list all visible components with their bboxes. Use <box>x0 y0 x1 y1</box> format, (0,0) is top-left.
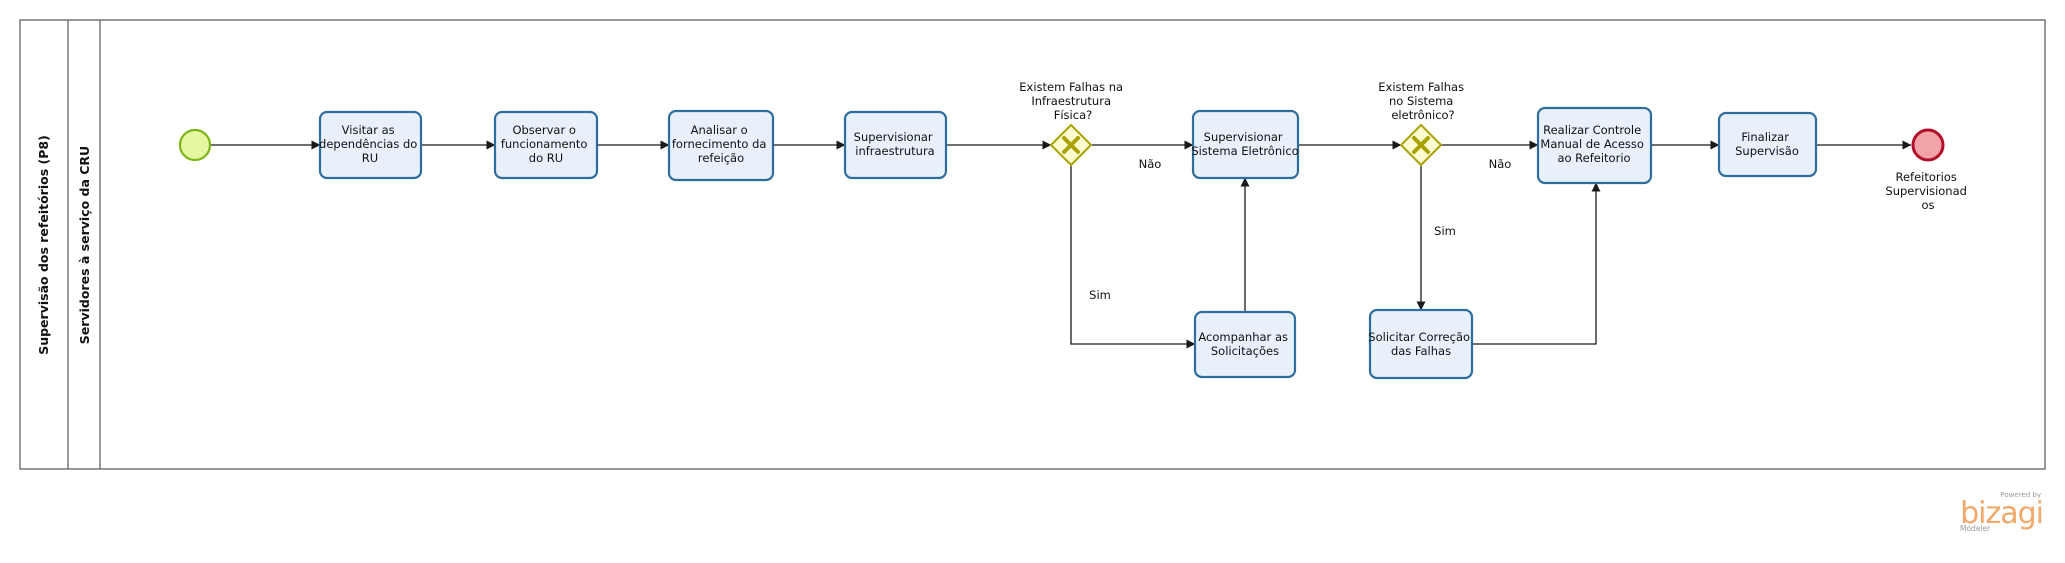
task-analisar-fornecimento[interactable]: Analisar o fornecimento da refeição <box>667 109 775 182</box>
exclusive-x-icon <box>1412 136 1430 154</box>
svg-text:Analisar o fornecimento: Analisar o fornecimento da refeição <box>672 123 770 165</box>
task-supervisionar-infraestrutura[interactable]: Supervisionar infraestrutura <box>843 110 948 180</box>
end-event[interactable]: Refeitorios Supervisionad os <box>1885 128 1970 212</box>
flow-label-g2-yes: Sim <box>1434 224 1456 238</box>
bizagi-watermark: Powered by bizagi Modeler <box>1960 491 2044 533</box>
svg-text:Acompanhar as Solicitaçõ: Acompanhar as Solicitações <box>1198 330 1291 358</box>
task-supervisionar-sistema-eletronico[interactable]: Supervisionar Sistema Eletrônico <box>1191 109 1300 180</box>
pool-label: Supervisão dos refeitórios (P8) <box>36 135 51 355</box>
svg-text:Realizar Controle Manual: Realizar Controle Manual de Acesso ao Re… <box>1540 123 1647 165</box>
powered-by-text: Powered by <box>2000 491 2041 499</box>
start-event[interactable] <box>178 128 212 162</box>
svg-text:Visitar as dependências: Visitar as dependências do RU <box>319 123 421 165</box>
flow-t8-t7 <box>1472 182 1601 345</box>
end-event-label: Refeitorios Supervisionad os <box>1885 170 1970 212</box>
flow-label-g2-no: Não <box>1489 157 1512 171</box>
svg-text:Supervisionar infraestru: Supervisionar infraestrutura <box>854 130 937 158</box>
pool: Supervisão dos refeitórios (P8) Servidor… <box>19 19 2046 470</box>
bizagi-logo: bizagi <box>1960 496 2043 531</box>
gateway-falhas-sistema[interactable]: Existem Falhas no Sistema eletrônico? <box>1378 80 1468 167</box>
gateway-falhas-infraestrutura[interactable]: Existem Falhas na Infraestrutura Física? <box>1019 80 1126 167</box>
modeler-text: Modeler <box>1960 524 1991 533</box>
task-realizar-controle-manual[interactable]: Realizar Controle Manual de Acesso ao Re… <box>1536 106 1653 185</box>
task-visitar-dependencias[interactable]: Visitar as dependências do RU <box>318 110 423 180</box>
task-acompanhar-solicitacoes[interactable]: Acompanhar as Solicitações <box>1193 310 1297 379</box>
task-observar-funcionamento[interactable]: Observar o funcionamento do RU <box>493 110 599 180</box>
lane-label: Servidores à serviço da CRU <box>77 146 92 344</box>
svg-text:Solicitar Correção das F: Solicitar Correção das Falhas <box>1368 330 1473 358</box>
svg-text:Observar o funcionamento: Observar o funcionamento do RU <box>501 123 591 165</box>
svg-text:Finalizar Supervisão: Finalizar Supervisão <box>1735 130 1799 158</box>
task-solicitar-correcao[interactable]: Solicitar Correção das Falhas <box>1368 308 1474 380</box>
flow-g1-t6 <box>1070 165 1196 349</box>
gateway-label: Existem Falhas na Infraestrutura Física? <box>1019 80 1126 122</box>
sequence-flows <box>211 140 1912 349</box>
flow-label-g1-yes: Sim <box>1089 288 1111 302</box>
flow-label-g1-no: Não <box>1139 157 1162 171</box>
task-finalizar-supervisao[interactable]: Finalizar Supervisão <box>1717 111 1818 178</box>
svg-text:Supervisionar Sistema El: Supervisionar Sistema Eletrônico <box>1191 130 1298 158</box>
exclusive-x-icon <box>1062 136 1080 154</box>
gateway-label: Existem Falhas no Sistema eletrônico? <box>1378 80 1468 122</box>
